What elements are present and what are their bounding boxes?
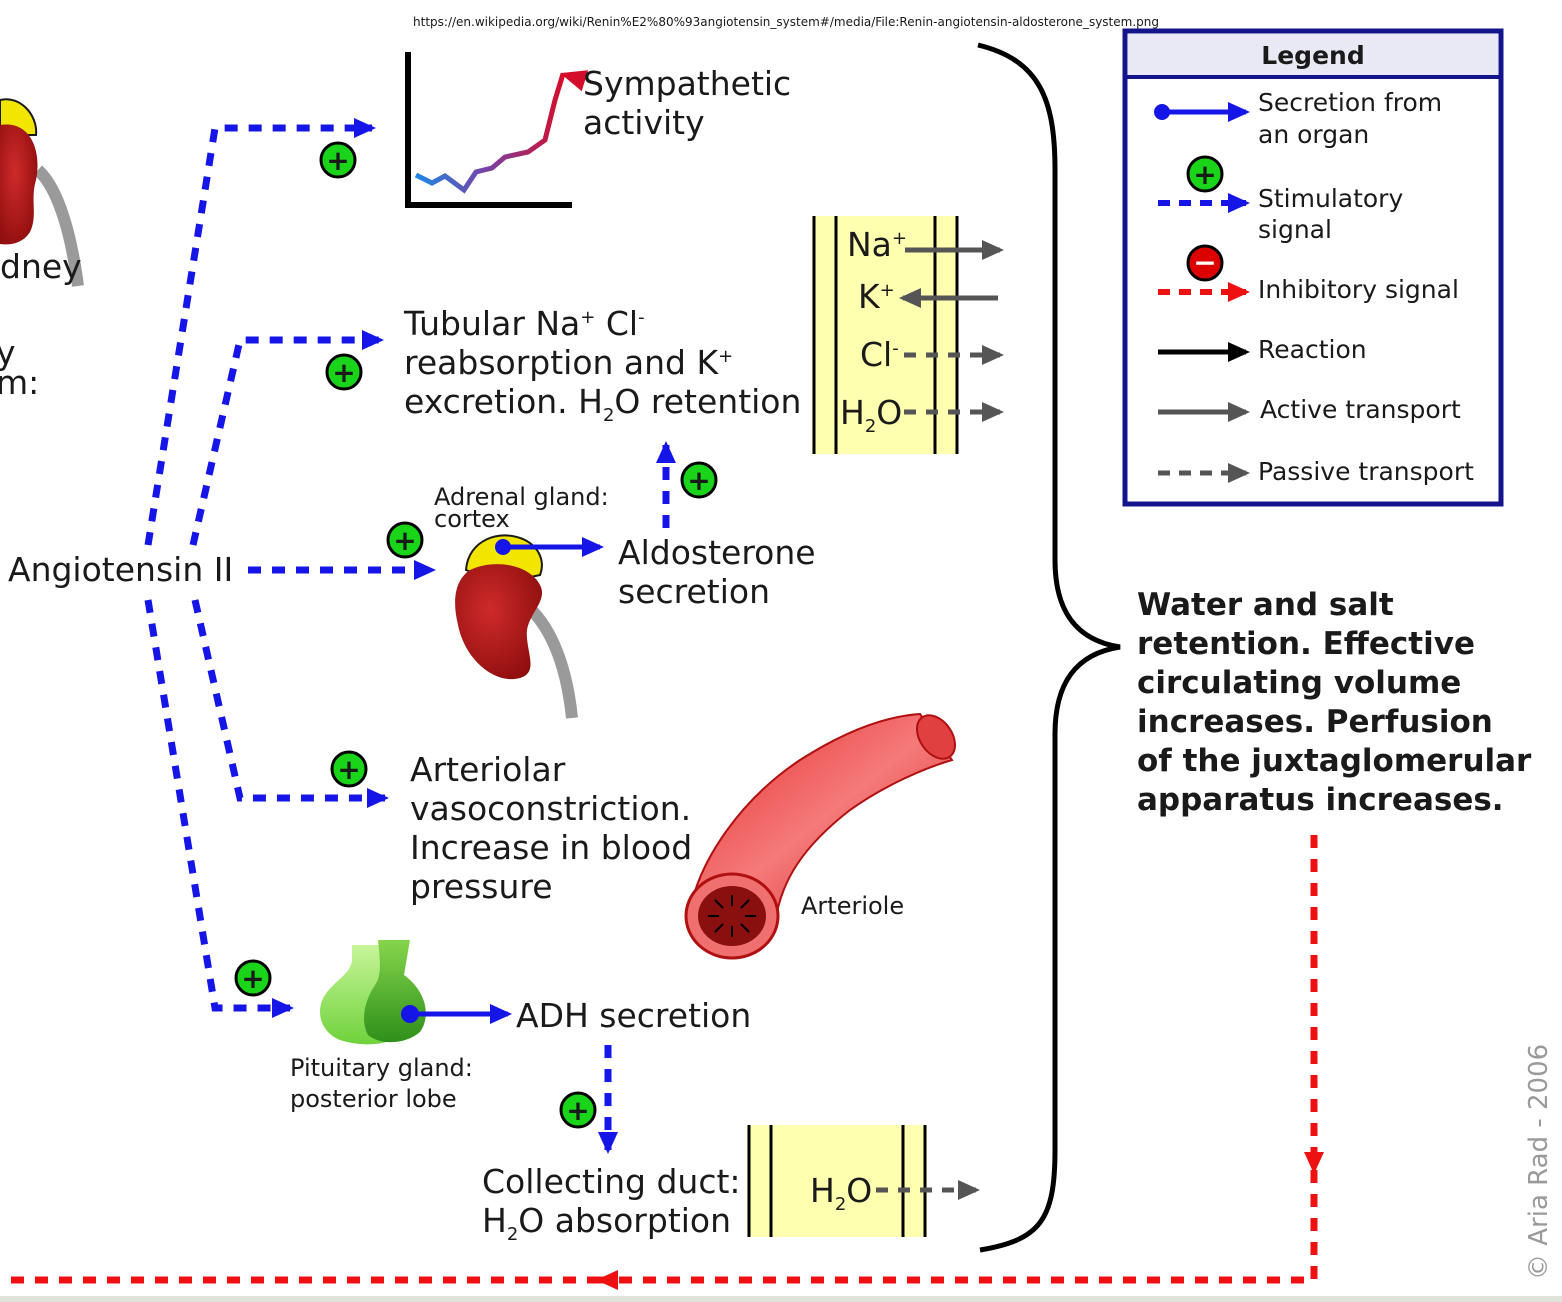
pituitary-label-line2: posterior lobe (290, 1085, 457, 1113)
arteriolar-line3: Increase in blood (410, 828, 692, 867)
legend: Legend Secretion from an organ + Stimula… (1122, 28, 1504, 507)
svg-text:Passive transport: Passive transport (1258, 457, 1474, 486)
copyright-text: © Aria Rad - 2006 (1524, 1044, 1554, 1280)
tubule-membrane-top (812, 216, 1004, 454)
pituitary-label-line1: Pituitary gland: (290, 1054, 473, 1082)
arteriole-label: Arteriole (801, 892, 904, 920)
tubular-line1: Tubular Na+ Cl- (403, 304, 645, 343)
source-url: https://en.wikipedia.org/wiki/Renin%E2%8… (413, 15, 1159, 29)
bottom-strip (0, 1296, 1562, 1302)
svg-text:+: + (326, 144, 349, 177)
left-kidney-label: dney (0, 247, 82, 286)
svg-text:−: − (1193, 246, 1216, 279)
sympathetic-label-line2: activity (583, 103, 705, 142)
legend-reaction: Reaction (1158, 335, 1367, 364)
path-to-arteriolar (191, 599, 389, 808)
outcome-line6: apparatus increases. (1137, 782, 1504, 818)
h2o-label-top: H2O (840, 393, 902, 437)
path-to-pituitary (144, 599, 294, 1018)
plus-badge-sympathetic: + (319, 141, 357, 179)
outcome-line5: of the juxtaglomerular (1137, 743, 1532, 779)
adh-secretion-arrow (401, 1004, 512, 1024)
plus-badge-adrenal: + (386, 521, 424, 559)
svg-text:+: + (566, 1094, 589, 1127)
legend-inhibitory: − Inhibitory signal (1158, 244, 1459, 304)
plus-badge-arteriolar: + (330, 750, 368, 788)
angiotensin-ii-label: Angiotensin II (8, 550, 233, 589)
h2o-label-bottom: H2O (810, 1171, 872, 1215)
tubular-line2: reabsorption and K+ (404, 343, 733, 382)
left-partial-text-1: y (0, 333, 16, 372)
plus-badges: + + + + + + + (234, 141, 718, 1129)
legend-title: Legend (1261, 41, 1364, 70)
k-label: K+ (858, 277, 895, 316)
svg-text:Inhibitory signal: Inhibitory signal (1258, 275, 1459, 304)
path-to-sympathetic (144, 118, 376, 546)
outcome-line2: retention. Effective (1137, 626, 1475, 662)
aldosterone-secretion-arrow (495, 537, 604, 557)
svg-text:signal: signal (1258, 215, 1332, 244)
adh-label: ADH secretion (516, 996, 751, 1035)
outcome-line3: circulating volume (1137, 665, 1461, 701)
cl-label: Cl- (860, 335, 899, 374)
outcome-brace (977, 42, 1121, 1253)
adrenal-label-line1: Adrenal gland: (434, 483, 609, 511)
outcome-line1: Water and salt (1137, 587, 1394, 623)
svg-text:+: + (687, 464, 710, 497)
sympathetic-label-line1: Sympathetic (583, 64, 791, 103)
left-partial-text-2: m: (0, 363, 39, 402)
legend-secretion: Secretion from an organ (1154, 88, 1442, 149)
stimulatory-paths (144, 118, 676, 1154)
collecting-line2: H2O absorption (482, 1201, 731, 1245)
arteriolar-line1: Arteriolar (410, 750, 566, 789)
aldosterone-label-line2: secretion (618, 572, 770, 611)
collecting-line1: Collecting duct: (482, 1162, 741, 1201)
adrenal-label-line2: cortex (434, 505, 510, 533)
sympathetic-graph (405, 52, 589, 208)
pituitary-illustration (320, 940, 426, 1045)
collecting-membrane (747, 1125, 980, 1237)
legend-active-transport: Active transport (1158, 395, 1461, 424)
aldosterone-label-line1: Aldosterone (618, 533, 816, 572)
svg-text:+: + (337, 753, 360, 786)
legend-stimulatory: + Stimulatory signal (1158, 155, 1403, 244)
plus-badge-aldosterone: + (680, 461, 718, 499)
svg-text:Secretion from: Secretion from (1258, 88, 1442, 117)
svg-text:Active transport: Active transport (1260, 395, 1461, 424)
svg-text:Stimulatory: Stimulatory (1258, 184, 1403, 213)
plus-badge-pituitary: + (234, 959, 272, 997)
kidney-adrenal-illustration (455, 534, 578, 719)
inhibitory-feedback (0, 835, 1324, 1290)
svg-text:+: + (1193, 158, 1216, 191)
svg-text:+: + (393, 524, 416, 557)
plus-badge-tubular: + (325, 353, 363, 391)
arteriole-illustration (684, 712, 957, 960)
na-label: Na+ (847, 225, 907, 264)
svg-text:+: + (332, 356, 355, 389)
legend-passive-transport: Passive transport (1158, 457, 1474, 486)
outcome-line4: increases. Perfusion (1137, 704, 1493, 740)
arteriolar-line4: pressure (410, 867, 553, 906)
tubular-line3: excretion. H2O retention (404, 382, 801, 426)
arteriolar-line2: vasoconstriction. (410, 789, 691, 828)
svg-text:+: + (241, 962, 264, 995)
left-kidney-illustration (0, 98, 84, 287)
svg-text:Reaction: Reaction (1258, 335, 1367, 364)
svg-text:an organ: an organ (1258, 120, 1369, 149)
plus-badge-collecting: + (559, 1091, 597, 1129)
